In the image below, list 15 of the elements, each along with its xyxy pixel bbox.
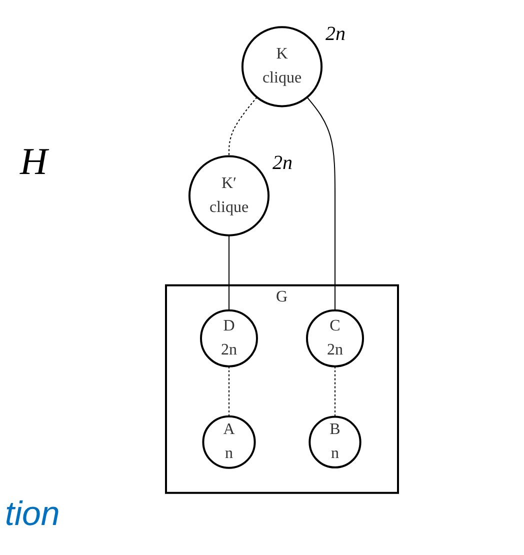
node-circle: C 2n: [306, 309, 364, 368]
connector: [306, 96, 336, 311]
connector: [334, 366, 336, 418]
graph-label: H: [20, 140, 48, 184]
node-circle: A n: [202, 415, 256, 469]
connector: [228, 366, 230, 417]
connector: [228, 96, 258, 157]
node-circle: D 2n: [200, 309, 258, 368]
caption-fragment: tion: [5, 495, 60, 534]
node-circle: K′ clique: [188, 155, 270, 236]
node-circle: K clique: [241, 26, 323, 108]
size-label: 2n: [272, 152, 293, 176]
size-label: 2n: [326, 23, 346, 46]
node-circle: B n: [308, 416, 362, 468]
connector: [228, 234, 230, 311]
